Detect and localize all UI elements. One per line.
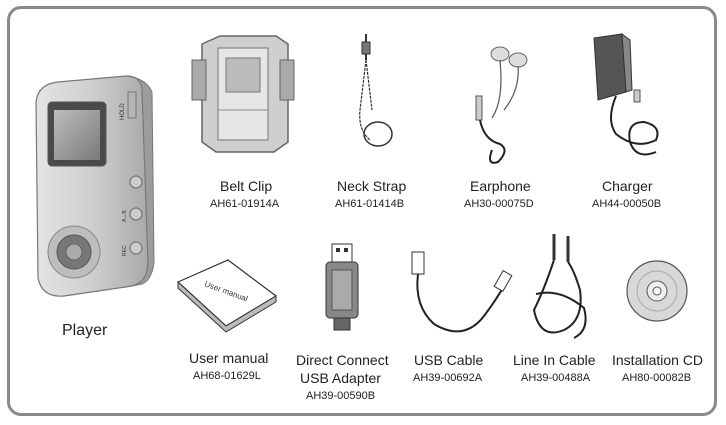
usb-adapter-illustration: [325, 243, 359, 331]
neck-strap-illustration: [359, 34, 393, 147]
earphone-code: AH30-00075D: [464, 198, 534, 210]
installation-cd-code: AH80-00082B: [622, 372, 692, 384]
neck-strap-code: AH61-01414B: [335, 198, 405, 210]
belt-clip-code: AH61-01914A: [210, 198, 280, 210]
usb-adapter-label-line2: USB Adapter: [300, 370, 381, 386]
belt-clip-label: Belt Clip: [220, 178, 273, 194]
player-hold-text: HOLD: [120, 103, 126, 120]
player-ab-text: A↔B: [122, 210, 128, 222]
user-manual-illustration: User manual: [176, 259, 278, 333]
user-manual-code: AH68-01629L: [193, 370, 261, 382]
earphone-illustration: [475, 46, 528, 164]
usb-adapter-label-line1: Direct Connect: [296, 352, 389, 368]
usb-cable-code: AH39-00692A: [413, 372, 483, 384]
user-manual-label: User manual: [189, 350, 269, 366]
installation-cd-label: Installation CD: [612, 352, 704, 368]
player-illustration: HOLD A↔B REC: [35, 75, 155, 297]
charger-illustration: [593, 32, 659, 156]
line-in-cable-illustration: [532, 234, 587, 339]
installation-cd-illustration: [626, 260, 688, 322]
belt-clip-illustration: [191, 35, 295, 153]
usb-adapter-code: AH39-00590B: [306, 390, 376, 402]
charger-label: Charger: [602, 178, 653, 194]
player-rec-text: REC: [122, 245, 128, 256]
line-in-cable-code: AH39-00488A: [521, 372, 591, 384]
earphone-label: Earphone: [470, 178, 531, 194]
player-label: Player: [62, 322, 108, 339]
charger-code: AH44-00050B: [592, 198, 662, 210]
line-in-cable-label: Line In Cable: [513, 352, 596, 368]
usb-cable-illustration: [411, 251, 513, 333]
usb-cable-label: USB Cable: [414, 352, 484, 368]
neck-strap-label: Neck Strap: [337, 178, 407, 194]
